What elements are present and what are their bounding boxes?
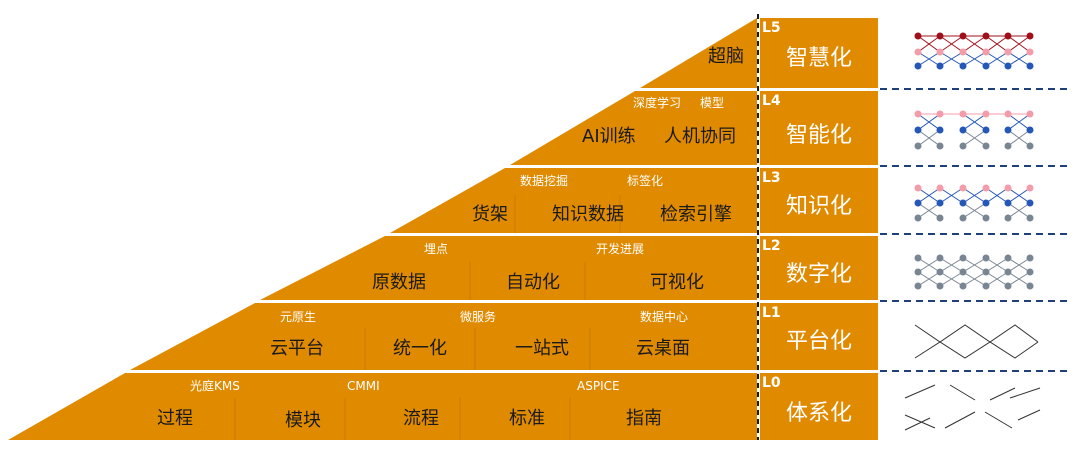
item-label: 云桌面 — [636, 338, 690, 359]
level-code: L1 — [762, 305, 781, 321]
network-outline-icon — [914, 324, 1039, 359]
item-label: 自动化 — [506, 272, 560, 293]
network-pink-blue-icon — [914, 184, 1034, 222]
level-cell-l0 — [760, 373, 878, 440]
item-label: 超脑 — [708, 46, 744, 67]
item-label: 人机协同 — [664, 126, 736, 147]
level-cell-l2 — [760, 236, 878, 300]
sub-label: ASPICE — [577, 379, 620, 393]
item-label: 标准 — [509, 408, 545, 429]
item-label: 检索引擎 — [660, 204, 732, 225]
sub-label: CMMI — [347, 379, 380, 393]
level-name: 体系化 — [785, 401, 852, 426]
sub-label: 元原生 — [280, 310, 317, 324]
item-label: 统一化 — [393, 338, 447, 359]
level-cell-l3 — [760, 168, 878, 233]
band-l4 — [510, 91, 757, 165]
level-code: L3 — [762, 170, 781, 186]
level-l0: L0 体系化 — [760, 373, 878, 440]
item-label: 流程 — [403, 408, 439, 429]
sub-label: 深度学习 — [633, 96, 682, 110]
level-l1: L1 平台化 — [760, 303, 878, 370]
band-l2 — [260, 236, 757, 300]
network-pink-blue-gray-icon — [914, 110, 1034, 150]
level-code: L2 — [762, 238, 781, 254]
network-dense-red-icon — [914, 32, 1034, 70]
item-label: AI训练 — [582, 126, 636, 147]
level-name: 数字化 — [785, 262, 852, 287]
level-code: L5 — [762, 20, 781, 36]
sub-label: 数据挖掘 — [520, 174, 569, 188]
band-l1 — [130, 303, 757, 370]
item-label: 原数据 — [372, 272, 426, 293]
level-l2: L2 数字化 — [760, 236, 878, 300]
horizontal-dividers — [880, 88, 1070, 372]
sub-label: 数据中心 — [640, 310, 689, 324]
item-label: 可视化 — [650, 272, 704, 293]
item-label: 一站式 — [515, 338, 569, 359]
sub-label: 微服务 — [460, 310, 497, 324]
level-l3: L3 知识化 — [760, 168, 878, 233]
level-cell-l4 — [760, 91, 878, 165]
level-l4: L4 智能化 — [760, 91, 878, 165]
item-label: 云平台 — [270, 338, 324, 359]
level-name: 知识化 — [785, 194, 852, 219]
level-code: L4 — [762, 93, 781, 109]
sub-label: 光庭KMS — [190, 379, 240, 393]
scattered-lines-icon — [904, 384, 1041, 431]
level-cell-l1 — [760, 303, 878, 370]
level-l5: L5 智慧化 — [760, 18, 878, 88]
item-label: 指南 — [626, 408, 662, 429]
sub-label: 开发进展 — [596, 242, 645, 256]
network-gray-icon — [914, 254, 1034, 290]
item-label: 货架 — [472, 204, 508, 225]
sub-label: 模型 — [700, 96, 725, 110]
band-l5 — [640, 18, 757, 88]
sub-label: 埋点 — [424, 242, 449, 256]
item-label: 知识数据 — [552, 204, 624, 225]
band-l3 — [390, 168, 757, 233]
level-name: 平台化 — [785, 329, 852, 354]
band-l0 — [8, 373, 757, 440]
level-cell-l5 — [760, 18, 878, 88]
level-code: L0 — [762, 375, 781, 391]
item-label: 模块 — [285, 410, 321, 431]
level-name: 智能化 — [785, 123, 852, 148]
sub-label: 标签化 — [627, 174, 664, 188]
item-label: 过程 — [157, 408, 193, 429]
level-name: 智慧化 — [785, 46, 852, 71]
band-separators — [234, 195, 621, 440]
